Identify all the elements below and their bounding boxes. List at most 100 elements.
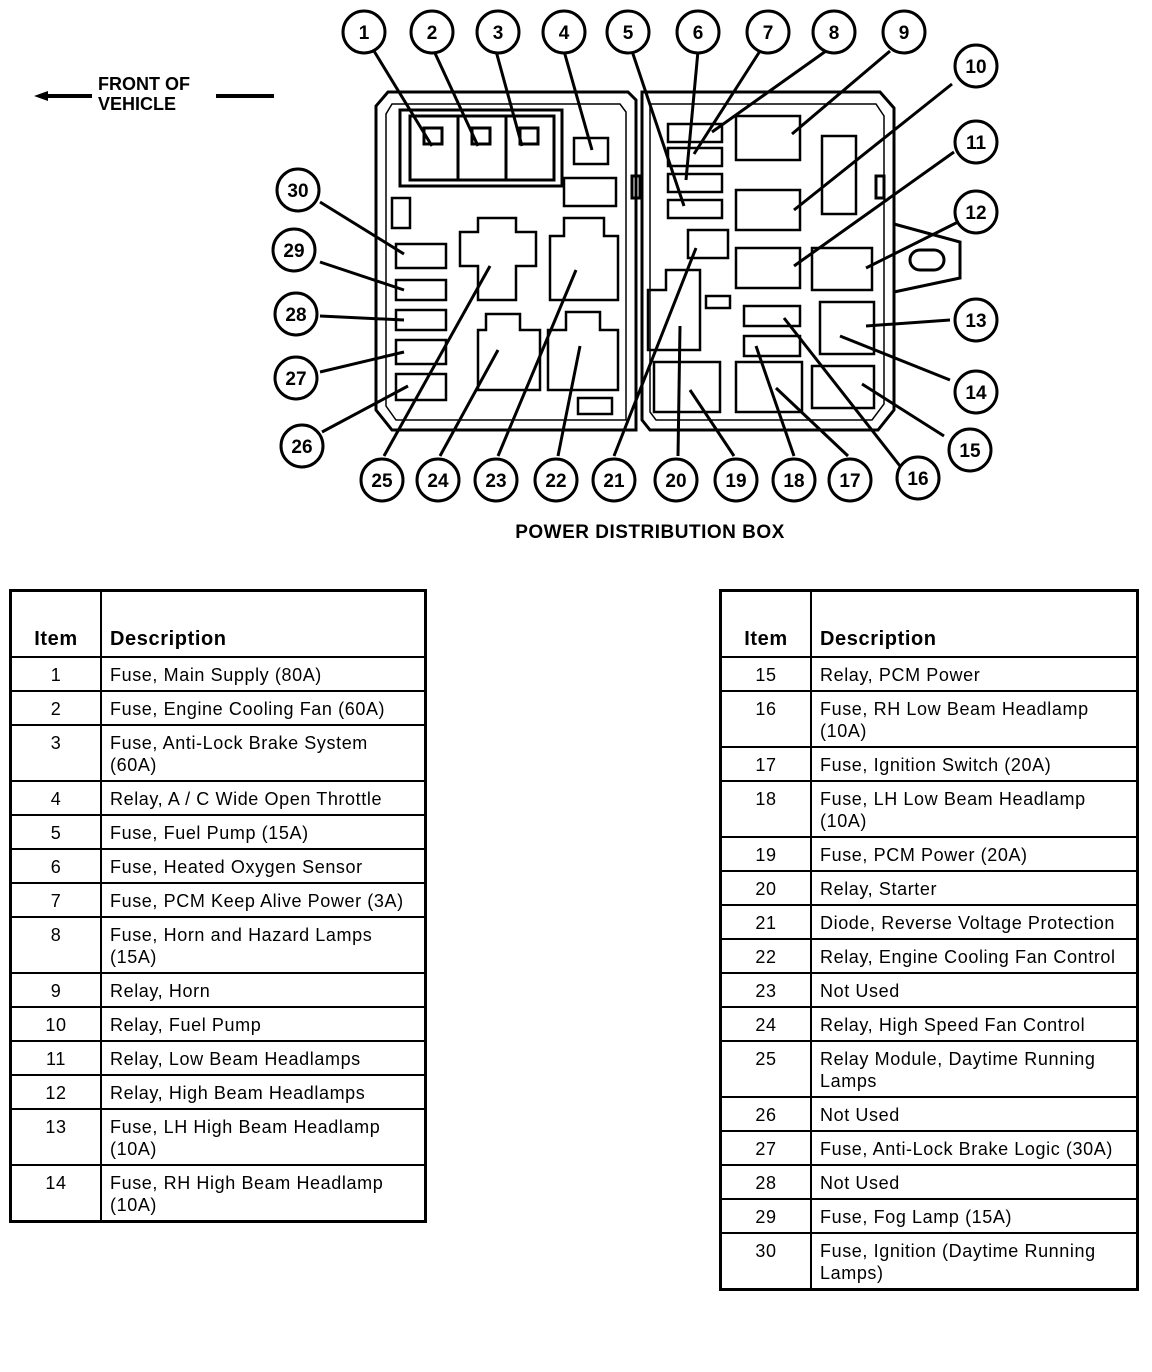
callout-number: 16 [907, 469, 928, 490]
item-description: Fuse, Horn and Hazard Lamps (15A) [100, 916, 427, 974]
callout-circle [953, 119, 999, 165]
callout-number: 19 [725, 471, 746, 492]
callout-20: 20 [653, 457, 699, 503]
legend-header-row: Item Description [9, 589, 427, 658]
callout-circle [415, 457, 461, 503]
item-number: 1 [9, 656, 102, 692]
item-number: 2 [9, 690, 102, 726]
item-description: Fuse, LH High Beam Headlamp (10A) [100, 1108, 427, 1166]
leader-lines [319, 49, 959, 467]
item-number: 25 [719, 1040, 812, 1098]
callout-25: 25 [359, 457, 405, 503]
box-outline [374, 90, 962, 432]
relay-components [390, 114, 876, 416]
callout-number: 18 [783, 471, 804, 492]
callout-number: 13 [965, 311, 986, 332]
item-number: 22 [719, 938, 812, 974]
item-number: 5 [9, 814, 102, 850]
callout-circle [279, 423, 325, 469]
callout-number: 24 [427, 471, 449, 492]
item-number: 9 [9, 972, 102, 1008]
item-number: 16 [719, 690, 812, 748]
item-number: 17 [719, 746, 812, 782]
callout-number: 3 [493, 23, 504, 44]
item-number: 18 [719, 780, 812, 838]
item-number: 19 [719, 836, 812, 872]
item-number: 10 [9, 1006, 102, 1042]
callout-number: 8 [829, 23, 840, 44]
callout-28: 28 [273, 291, 319, 337]
item-description: Relay, Engine Cooling Fan Control [810, 938, 1139, 974]
callout-23: 23 [473, 457, 519, 503]
callout-number: 11 [966, 133, 987, 154]
callout-circle [953, 189, 999, 235]
callout-circle [541, 9, 587, 55]
item-number: 3 [9, 724, 102, 782]
description-column-header: Description [100, 589, 427, 658]
item-number: 13 [9, 1108, 102, 1166]
callout-circle [771, 457, 817, 503]
callout-circle [827, 457, 873, 503]
callout-number: 10 [965, 57, 986, 78]
item-number: 27 [719, 1130, 812, 1166]
item-number: 20 [719, 870, 812, 906]
callout-number: 1 [359, 23, 370, 44]
item-column-header: Item [719, 589, 812, 658]
callout-circle [811, 9, 857, 55]
callout-16: 16 [895, 455, 941, 501]
callout-24: 24 [415, 457, 461, 503]
callout-8: 8 [811, 9, 857, 55]
item-description: Fuse, Ignition (Daytime Running Lamps) [810, 1232, 1139, 1291]
callout-circle [341, 9, 387, 55]
callout-3: 3 [475, 9, 521, 55]
callout-1: 1 [341, 9, 387, 55]
item-description: Relay, High Beam Headlamps [100, 1074, 427, 1110]
item-description: Fuse, RH High Beam Headlamp (10A) [100, 1164, 427, 1223]
item-description: Relay, Low Beam Headlamps [100, 1040, 427, 1076]
callout-19: 19 [713, 457, 759, 503]
item-column-header: Item [9, 589, 102, 658]
item-description: Fuse, Engine Cooling Fan (60A) [100, 690, 427, 726]
callout-7: 7 [745, 9, 791, 55]
callout-number: 28 [285, 305, 306, 326]
callout-circle [953, 297, 999, 343]
callout-circle [605, 9, 651, 55]
callout-circle [473, 457, 519, 503]
callout-5: 5 [605, 9, 651, 55]
callout-21: 21 [591, 457, 637, 503]
callout-number: 4 [559, 23, 570, 44]
item-description: Fuse, Fuel Pump (15A) [100, 814, 427, 850]
item-description: Relay, Horn [100, 972, 427, 1008]
callout-number: 12 [965, 203, 986, 224]
item-number: 21 [719, 904, 812, 940]
item-number: 8 [9, 916, 102, 974]
callout-circle [881, 9, 927, 55]
item-number: 26 [719, 1096, 812, 1132]
callout-26: 26 [279, 423, 325, 469]
callout-18: 18 [771, 457, 817, 503]
item-description: Fuse, Ignition Switch (20A) [810, 746, 1139, 782]
item-description: Fuse, PCM Power (20A) [810, 836, 1139, 872]
item-description: Relay, High Speed Fan Control [810, 1006, 1139, 1042]
main-fuse-block [398, 108, 564, 188]
callout-circle [533, 457, 579, 503]
callout-2: 2 [409, 9, 455, 55]
item-number: 7 [9, 882, 102, 918]
